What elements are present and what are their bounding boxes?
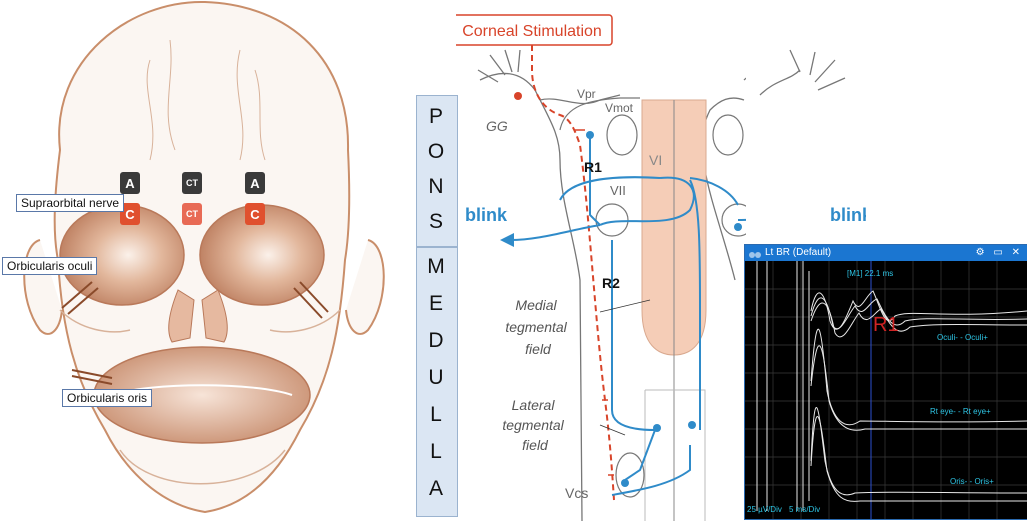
medulla-letter: U bbox=[428, 366, 444, 389]
medulla-letter: A bbox=[428, 477, 443, 500]
scope-title-bar[interactable]: Lt BR (Default) ⚙ ▭ ✕ bbox=[745, 245, 1027, 261]
label-orbicularis-oculi: Orbicularis oculi bbox=[2, 257, 98, 275]
pons-box bbox=[416, 95, 458, 247]
trigeminal-right: blink bbox=[759, 49, 866, 225]
channel-oris-label: Oris- - Oris+ bbox=[950, 477, 994, 486]
label-r1: R1 bbox=[584, 159, 602, 175]
label-vii: VII bbox=[610, 183, 626, 198]
label-vcs: Vcs bbox=[565, 485, 588, 501]
pons-letter: N bbox=[428, 175, 444, 198]
r1-peak-label: R1 bbox=[873, 314, 899, 336]
channel-rt-eye-label: Rt eye- - Rt eye+ bbox=[930, 407, 991, 416]
stimulus-label: Corneal Stimulation bbox=[462, 23, 602, 40]
label-r2: R2 bbox=[602, 275, 620, 291]
label-vpr: Vpr bbox=[577, 87, 596, 101]
time-scale: 5 ms/Div bbox=[789, 505, 821, 514]
electrode-active-right: A bbox=[245, 172, 265, 194]
label-gg: GG bbox=[486, 118, 508, 134]
window-controls[interactable]: ⚙ ▭ ✕ bbox=[975, 247, 1023, 258]
label-orbicularis-oris: Orbicularis oris bbox=[62, 389, 153, 407]
window-dots-icon bbox=[749, 249, 761, 265]
blink-right-label: blink bbox=[830, 205, 866, 225]
label-vi: VI bbox=[649, 152, 662, 168]
label-vmot: Vmot bbox=[605, 101, 634, 115]
medulla-letter: E bbox=[428, 292, 443, 315]
medulla-letter: M bbox=[427, 255, 445, 278]
electrode-active-left: A bbox=[120, 172, 140, 194]
pons-medulla-column: P O N S M E D U L L A bbox=[416, 95, 458, 517]
pons-letter: P bbox=[428, 105, 443, 128]
electrode-ct-top: CT bbox=[182, 172, 202, 194]
scope-title: Lt BR (Default) bbox=[765, 247, 832, 258]
brainstem-diagram: Corneal Stimulation bbox=[456, 14, 746, 521]
medulla-letter: L bbox=[430, 403, 442, 426]
emg-traces: [M1] 22.1 ms R1 bbox=[745, 261, 1027, 519]
medulla-letter: D bbox=[428, 329, 444, 352]
electrode-ct-bottom: CT bbox=[182, 203, 202, 225]
channel-oculi-label: Oculi- - Oculi+ bbox=[937, 333, 988, 342]
emg-trace-window[interactable]: Lt BR (Default) ⚙ ▭ ✕ bbox=[744, 244, 1027, 520]
vertical-scale: 25 µV/Div bbox=[747, 505, 782, 514]
electrode-cathode-left: C bbox=[120, 203, 140, 225]
pons-letter: S bbox=[428, 210, 443, 233]
medial-field-label: Medial tegmental field bbox=[505, 297, 570, 357]
medulla-letter: L bbox=[430, 440, 442, 463]
blink-left-label: blink bbox=[465, 205, 508, 225]
medulla-box bbox=[416, 247, 458, 517]
skull-illustration bbox=[23, 0, 385, 514]
electrode-cathode-right: C bbox=[245, 203, 265, 225]
marker-readout: [M1] 22.1 ms bbox=[847, 269, 893, 278]
label-supraorbital-nerve: Supraorbital nerve bbox=[16, 194, 125, 212]
lateral-field-label: Lateral tegmental field bbox=[502, 397, 567, 453]
pons-letter: O bbox=[427, 140, 445, 163]
